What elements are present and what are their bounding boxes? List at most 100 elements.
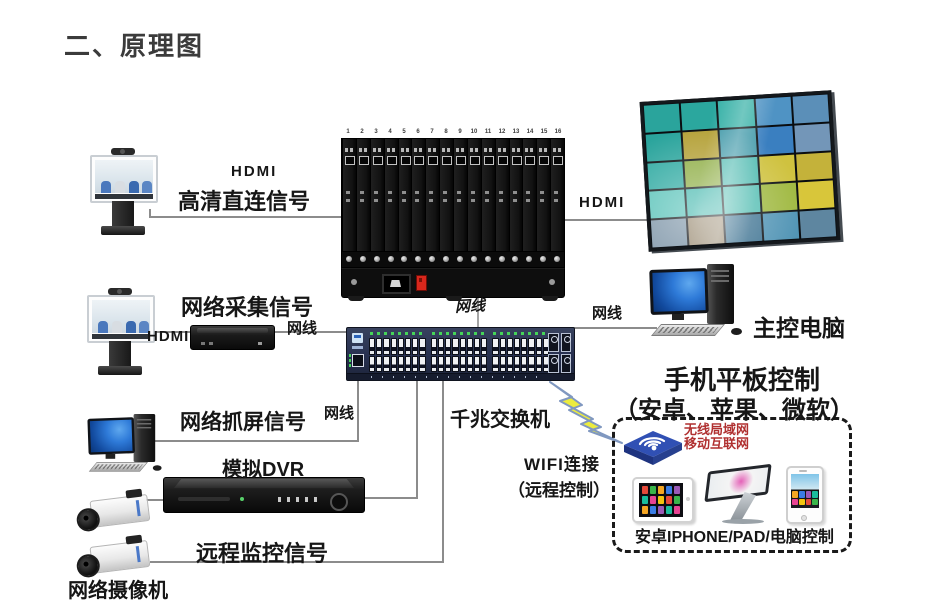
slot-number: 12	[498, 129, 506, 135]
rj45-port-icon	[499, 338, 506, 355]
rj45-port-icon	[452, 355, 459, 372]
bnc-connector-icon	[456, 256, 463, 262]
video-wall-grid	[643, 94, 837, 248]
slot-number: 2	[360, 129, 364, 135]
rj45-port-icon	[419, 355, 426, 372]
matrix-card	[425, 139, 440, 251]
pc-monitor	[87, 417, 136, 455]
rj45-port-icon	[376, 338, 383, 355]
matrix-bottom-panel	[341, 268, 565, 301]
cable-vc1-to-matrix	[149, 216, 341, 218]
switch-logo-icon	[352, 333, 363, 343]
video-conference-terminal-1	[88, 148, 158, 238]
cable-vc1-tick	[149, 209, 151, 218]
switch-status-leds	[349, 354, 351, 368]
network-camera-1	[74, 485, 157, 538]
screen-grab-computer	[87, 414, 163, 475]
bnc-connector-icon	[429, 256, 436, 262]
app-icon	[642, 496, 648, 504]
label-cable-encoder: 网线	[287, 320, 318, 337]
sfp-module-icon	[548, 333, 559, 352]
slot-number: 13	[512, 129, 520, 135]
sfp-module-icon	[560, 333, 571, 352]
wall-tile	[797, 180, 835, 210]
chassis-foot	[446, 296, 462, 301]
port-group	[430, 332, 488, 376]
wall-tile	[721, 156, 759, 186]
phone-icons	[792, 491, 818, 505]
bnc-connector-icon	[540, 256, 547, 262]
matrix-card	[369, 139, 384, 251]
mouse-icon	[731, 328, 742, 335]
label-hdmi-top: HDMI	[231, 163, 278, 180]
label-wifi-connect: WIFI连接	[524, 455, 600, 474]
console-port-icon	[352, 354, 364, 367]
mobile-control-box	[612, 417, 852, 553]
bnc-connector-icon	[498, 256, 505, 262]
bnc-connector-icon	[387, 256, 394, 262]
rj45-port-icon	[390, 338, 397, 355]
bnc-connector-icon	[401, 256, 408, 262]
app-icon	[812, 498, 818, 505]
matrix-card	[411, 139, 426, 251]
label-mobile-control-title: 手机平板控制	[664, 365, 821, 395]
matrix-card	[522, 139, 537, 251]
cable-dvr-v	[416, 379, 418, 499]
rj45-port-icon	[506, 355, 513, 372]
label-cable-grab: 网线	[324, 405, 355, 422]
app-icon	[642, 486, 648, 494]
bnc-connector-icon	[526, 256, 533, 262]
bnc-connector-icon	[345, 256, 352, 262]
analog-dvr-device	[163, 477, 365, 513]
rj45-port-icon	[437, 338, 445, 355]
keyboard-icon	[650, 324, 726, 336]
rj45-port-icon	[481, 355, 488, 372]
app-icon	[798, 491, 805, 498]
rj45-port-icon	[521, 355, 528, 372]
rj45-port-icon	[412, 355, 419, 372]
app-icon	[658, 486, 664, 494]
power-inlet-icon	[382, 274, 411, 294]
rj45-port-icon	[492, 355, 499, 372]
matrix-card	[494, 139, 509, 251]
tablet-icon	[632, 477, 694, 523]
app-icon	[812, 491, 818, 498]
app-icon	[674, 496, 680, 504]
wall-tile	[794, 123, 831, 153]
vc-stand	[109, 341, 131, 367]
switch-label-marks	[352, 346, 363, 349]
dvr-disc-slot	[178, 497, 230, 501]
rj45-port-icon	[369, 355, 376, 372]
wall-tile	[680, 101, 718, 131]
sfp-module-icon	[560, 354, 571, 373]
port-group	[369, 332, 426, 376]
video-wall	[639, 90, 841, 252]
bnc-connector-icon	[470, 256, 477, 262]
app-icon	[805, 491, 812, 498]
rj45-port-icon	[499, 355, 506, 372]
slot-number: 4	[388, 129, 392, 135]
slot-number: 3	[374, 129, 378, 135]
page-title: 二、原理图	[64, 32, 205, 62]
app-icon	[658, 506, 664, 514]
matrix-card	[550, 139, 564, 251]
app-icon	[792, 491, 798, 498]
app-icon	[674, 506, 680, 514]
app-icon	[642, 506, 648, 514]
switch-port-numbers-strip	[347, 373, 574, 380]
phone-speaker	[799, 470, 807, 472]
slot-number: 10	[470, 129, 478, 135]
wall-tile	[762, 211, 800, 241]
label-hd-direct-signal: 高清直连信号	[178, 189, 311, 214]
bnc-connector-icon	[373, 256, 380, 262]
port-group	[492, 332, 550, 376]
rj45-port-icon	[430, 355, 437, 372]
dvr-knob-icon	[330, 493, 348, 511]
rj45-port-icon	[513, 338, 521, 355]
kiosk-screen	[704, 463, 772, 503]
rj45-port-icon	[473, 338, 481, 355]
label-analog-dvr: 模拟DVR	[222, 459, 305, 481]
rj45-port-icon	[405, 338, 412, 355]
